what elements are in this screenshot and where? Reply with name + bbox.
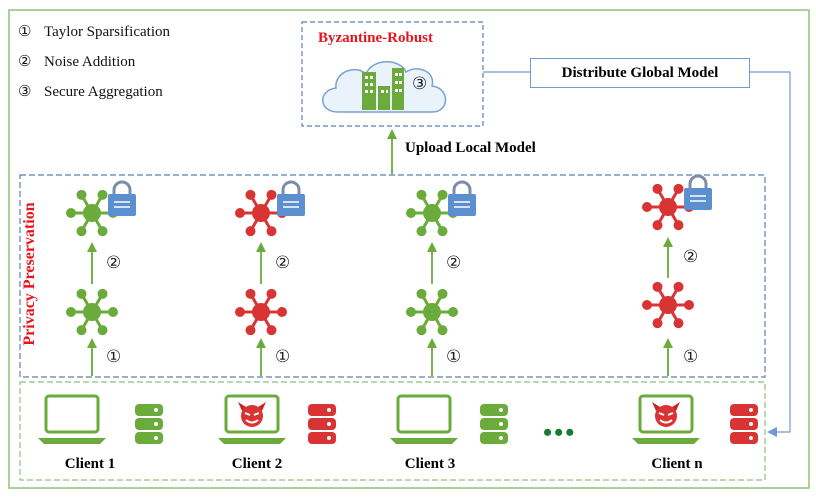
laptop-icon	[632, 394, 700, 444]
database-icon	[308, 404, 336, 444]
clients-box	[19, 381, 766, 481]
upload-label: Upload Local Model	[405, 140, 536, 156]
sparsify-step-label: ①	[446, 347, 462, 366]
noise-step-label: ②	[106, 253, 122, 272]
network-model-icon	[66, 288, 118, 336]
network-model-icon	[406, 189, 458, 237]
building-icon	[362, 68, 404, 110]
network-model-icon	[406, 288, 458, 336]
server-step-label: ③	[412, 74, 428, 93]
laptop-icon	[390, 394, 458, 444]
lock-icon	[684, 174, 712, 210]
client-label: Client n	[651, 456, 703, 472]
lock-icon	[448, 180, 476, 216]
server-box	[301, 21, 484, 127]
lock-icon	[277, 180, 305, 216]
sparsify-step-label: ①	[275, 347, 291, 366]
privacy-box	[19, 174, 766, 378]
devil-icon	[652, 402, 680, 427]
server-title: Byzantine-Robust	[318, 30, 434, 46]
network-model-icon	[235, 288, 287, 336]
sparsify-step-label: ①	[683, 347, 699, 366]
sparsify-step-label: ①	[106, 347, 122, 366]
client-label: Client 1	[64, 456, 116, 472]
devil-icon	[238, 402, 266, 427]
database-icon	[135, 404, 163, 444]
client-label: Client 3	[404, 456, 456, 472]
noise-step-label: ②	[683, 247, 699, 266]
distribute-label-box: Distribute Global Model	[530, 58, 750, 88]
privacy-label: Privacy Preservation	[21, 202, 38, 346]
lock-icon	[108, 180, 136, 216]
distribute-label: Distribute Global Model	[561, 64, 719, 81]
client-label: Client 2	[231, 456, 283, 472]
network-model-icon	[642, 281, 694, 329]
laptop-icon	[218, 394, 286, 444]
database-icon	[480, 404, 508, 444]
noise-step-label: ②	[446, 253, 462, 272]
noise-step-label: ②	[275, 253, 291, 272]
laptop-icon	[38, 394, 106, 444]
network-model-icon	[642, 183, 694, 231]
database-icon	[730, 404, 758, 444]
outer-frame	[8, 9, 810, 489]
more-clients-ellipsis: •••	[543, 418, 577, 447]
distribute-arrow	[483, 71, 791, 437]
